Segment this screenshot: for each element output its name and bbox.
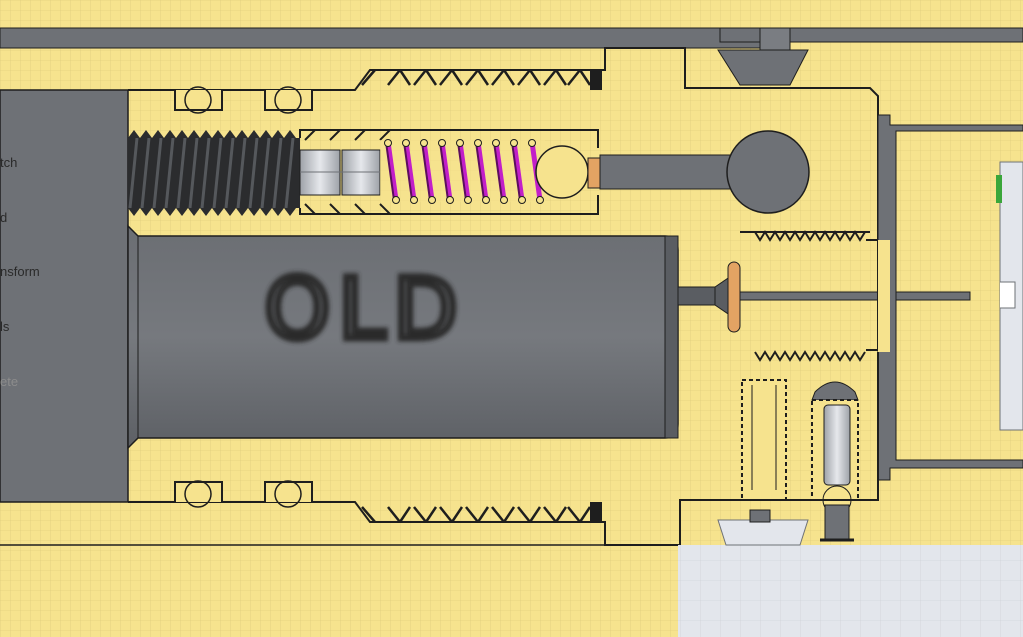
check-ball <box>535 145 589 199</box>
groove-top-1 <box>174 90 223 111</box>
left-body <box>0 89 129 503</box>
pin <box>823 404 851 486</box>
menu-item-transform[interactable]: nsform <box>0 264 40 279</box>
port-frame <box>877 114 1023 481</box>
menu-item-2[interactable]: d <box>0 210 8 225</box>
part-label: OLD <box>264 260 466 358</box>
top-rail <box>0 27 761 49</box>
top-rail-right <box>719 27 1023 43</box>
valve-stem <box>677 286 721 306</box>
thread-bottom <box>361 506 592 523</box>
menu-item-delete[interactable]: ete <box>0 374 19 389</box>
groove-bottom-1 <box>174 481 223 502</box>
menu-item-sketch[interactable]: tch <box>0 155 18 170</box>
set-screw-left <box>741 379 787 501</box>
seal-washer <box>727 261 741 333</box>
side-menu: tch d nsform ls ete <box>0 0 128 637</box>
groove-bottom-2 <box>264 481 313 502</box>
menu-item-tools[interactable]: ls <box>0 319 10 334</box>
green-indicator <box>996 175 1002 203</box>
housing-outline-top <box>128 47 879 240</box>
thread-top <box>361 69 592 86</box>
thread-right-upper <box>740 230 870 362</box>
base-boss <box>717 519 809 546</box>
plunger-head <box>726 130 810 214</box>
plunger-rod <box>599 154 736 190</box>
groove-top-2 <box>264 90 313 111</box>
